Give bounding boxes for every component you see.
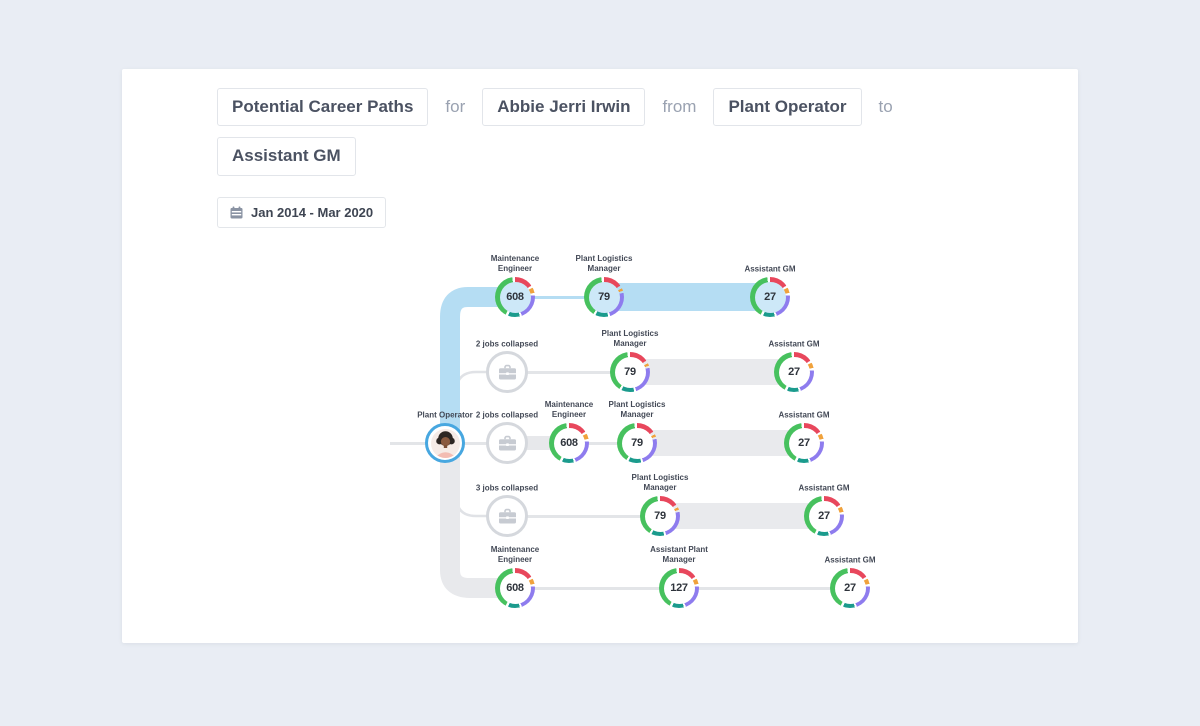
- node-label: Plant Logistics Manager: [608, 400, 666, 420]
- path-link-thin: [507, 370, 630, 374]
- career-node-plant-logistics-manager[interactable]: 79: [640, 496, 680, 536]
- node-count: 608: [499, 572, 531, 604]
- career-node-assistant-gm[interactable]: 27: [774, 352, 814, 392]
- node-count: 79: [614, 356, 646, 388]
- node-label: 2 jobs collapsed: [475, 339, 539, 349]
- node-label: 2 jobs collapsed: [475, 410, 539, 420]
- node-label: Assistant GM: [778, 410, 830, 420]
- to-text: to: [878, 97, 893, 117]
- person-chip: Abbie Jerri Irwin: [482, 88, 646, 127]
- career-node-maintenance-engineer[interactable]: 608: [549, 423, 589, 463]
- node-count: 127: [663, 572, 695, 604]
- node-count: 27: [778, 356, 810, 388]
- from-text: from: [662, 97, 697, 117]
- career-node-assistant-gm[interactable]: 27: [784, 423, 824, 463]
- node-count: 27: [788, 427, 820, 459]
- path-link-band: [637, 430, 804, 456]
- node-count: 79: [621, 427, 653, 459]
- header: Potential Career Paths for Abbie Jerri I…: [217, 88, 1057, 228]
- date-range-button[interactable]: Jan 2014 - Mar 2020: [217, 196, 387, 228]
- origin-role-chip: Plant Operator: [713, 88, 862, 127]
- node-label: Maintenance Engineer: [490, 254, 540, 274]
- career-node-maintenance-engineer[interactable]: 608: [495, 568, 535, 608]
- path-link-thin: [507, 514, 660, 518]
- career-node-assistant-gm[interactable]: 27: [830, 568, 870, 608]
- briefcase-icon: [498, 435, 516, 450]
- node-count: 608: [499, 281, 531, 313]
- path-link-thin: [390, 441, 445, 445]
- header-line-2: Assistant GM: [217, 137, 1057, 176]
- path-link-thin-blue: [515, 295, 604, 299]
- career-node-assistant-gm[interactable]: 27: [804, 496, 844, 536]
- path-link-thin: [445, 441, 507, 445]
- node-count: 79: [644, 500, 676, 532]
- briefcase-icon: [498, 508, 516, 523]
- career-node-assistant-plant-manager[interactable]: 127: [659, 568, 699, 608]
- path-link-band-blue: [604, 283, 770, 311]
- trunk-gray-connector: [440, 441, 515, 598]
- briefcase-icon: [498, 364, 516, 379]
- node-count: 79: [588, 281, 620, 313]
- node-label: Plant Logistics Manager: [575, 254, 633, 274]
- calendar-icon: [230, 206, 243, 219]
- node-label: Assistant Plant Manager: [650, 545, 708, 565]
- collapsed-jobs-node[interactable]: [486, 495, 528, 537]
- node-label: Assistant GM: [824, 555, 876, 565]
- node-label: Assistant GM: [744, 264, 796, 274]
- career-paths-card: Potential Career Paths for Abbie Jerri I…: [122, 69, 1078, 643]
- path-link-band: [660, 503, 824, 529]
- header-line-1: Potential Career Paths for Abbie Jerri I…: [217, 88, 1057, 127]
- node-count: 27: [808, 500, 840, 532]
- node-count: 27: [834, 572, 866, 604]
- target-role-chip: Assistant GM: [217, 137, 356, 176]
- node-label: Plant Logistics Manager: [631, 473, 689, 493]
- path-link-thin: [515, 586, 679, 590]
- node-label: Maintenance Engineer: [490, 545, 540, 565]
- node-label: 3 jobs collapsed: [475, 483, 539, 493]
- trunk-blue-connector: [440, 287, 515, 443]
- person-photo: [430, 428, 460, 458]
- node-label: Assistant GM: [768, 339, 820, 349]
- node-label: Assistant GM: [798, 483, 850, 493]
- career-node-assistant-gm[interactable]: 27: [750, 277, 790, 317]
- node-label: Plant Operator: [417, 410, 473, 420]
- node-label: Plant Logistics Manager: [601, 329, 659, 349]
- career-node-maintenance-engineer[interactable]: 608: [495, 277, 535, 317]
- trunk-connectors: [440, 287, 515, 598]
- path-link-band: [630, 359, 794, 385]
- career-node-plant-logistics-manager[interactable]: 79: [584, 277, 624, 317]
- node-count: 27: [754, 281, 786, 313]
- career-node-plant-logistics-manager[interactable]: 79: [610, 352, 650, 392]
- path-link-thin: [679, 586, 850, 590]
- node-count: 608: [553, 427, 585, 459]
- for-text: for: [445, 97, 466, 117]
- career-node-plant-logistics-manager[interactable]: 79: [617, 423, 657, 463]
- origin-avatar[interactable]: [425, 423, 465, 463]
- collapsed-jobs-node[interactable]: [486, 351, 528, 393]
- path-link-thin: [569, 441, 637, 445]
- date-range-label: Jan 2014 - Mar 2020: [251, 204, 374, 220]
- title-chip: Potential Career Paths: [217, 88, 429, 127]
- node-label: Maintenance Engineer: [544, 400, 594, 420]
- collapsed-jobs-node[interactable]: [486, 422, 528, 464]
